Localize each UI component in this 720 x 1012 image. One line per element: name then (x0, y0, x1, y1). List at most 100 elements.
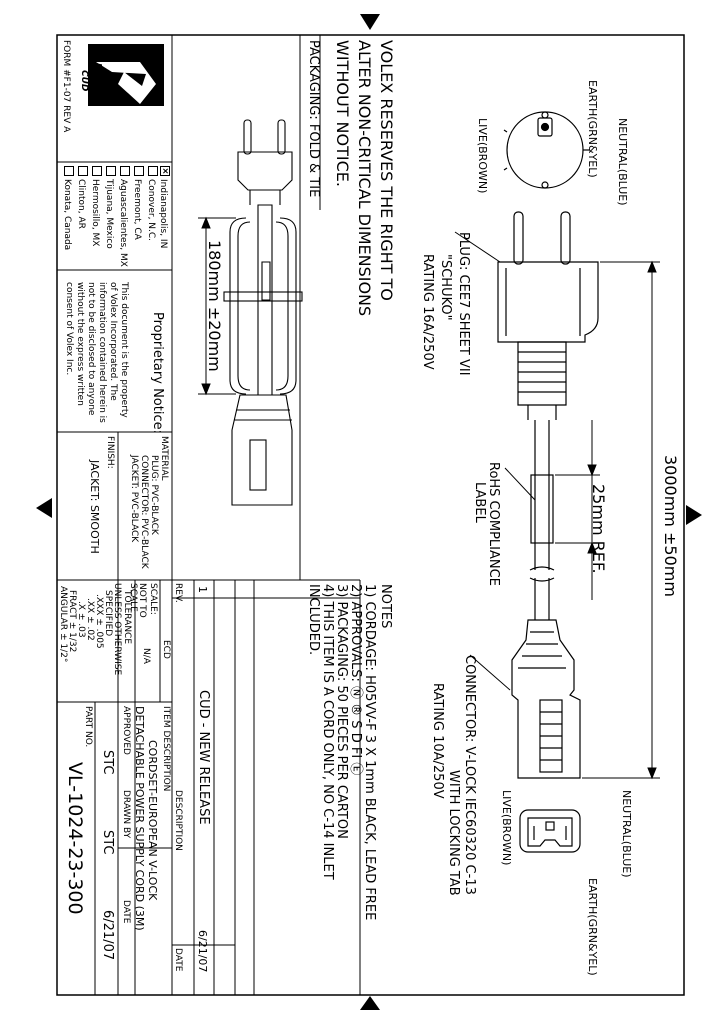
item-description-line-2: DETACHABLE POWER SUPPLY CORD (3M) (133, 706, 146, 931)
tolerance-line-3: SPECIFIED (103, 590, 113, 637)
overall-length-label: 3000mm ±50mm (661, 455, 680, 597)
callout-leaders (454, 231, 536, 691)
rohs-label-line-2: LABEL (472, 482, 487, 523)
approved-label: APPROVED (121, 706, 131, 755)
fold-dimension-label: 180mm ±20mm (205, 240, 224, 372)
fold-dimension (198, 216, 236, 396)
location-0[interactable]: Indianapolis, IN (158, 166, 170, 248)
date-label: DATE (121, 900, 131, 924)
location-checkbox-6[interactable] (78, 166, 88, 176)
approved-value: STC (100, 750, 115, 775)
item-description-line-1: CORDSET-EUROPEAN V-LOCK (146, 740, 159, 901)
rev-date: 6/21/07 (196, 930, 209, 973)
brand-subtitle: CUD (79, 70, 89, 92)
plug-callout-line-3: RATING 16A/250V (420, 254, 435, 370)
location-checkbox-0[interactable] (160, 166, 170, 176)
conn-neutral-label: NEUTRAL(BLUE) (620, 790, 633, 878)
location-checkbox-7[interactable] (64, 166, 74, 176)
cord-drawing (497, 211, 599, 779)
overall-dimension (582, 260, 660, 780)
tolerance-line-4: .XXX ± .005 (94, 594, 104, 649)
item-description-label: ITEM DESCRIPTION (161, 706, 171, 792)
location-3[interactable]: Aguascalientes, MX (118, 166, 130, 267)
na-value: N/A (141, 648, 151, 664)
location-label-1: Conover, N.C. (146, 179, 156, 242)
tolerance-line-7: FRACT ± 1/32 (67, 590, 77, 653)
conn-earth-label: EARTH(GRN&YEL) (586, 878, 599, 976)
location-checkbox-2[interactable] (134, 166, 144, 176)
proprietary-line-6: consent of Volex Inc. (64, 282, 74, 376)
rev-label: REV. (173, 583, 183, 603)
material-line-1: PLUG: PVC-BLACK (149, 455, 159, 535)
location-label-4: Tijuana, Mexico (104, 179, 114, 249)
ecd-label: ECD (161, 640, 171, 659)
label-ref-dimension: 25mm REF. (589, 484, 608, 574)
reserve-notice-line-1: VOLEX RESERVES THE RIGHT TO (377, 40, 396, 301)
notes-title: NOTES (378, 584, 393, 629)
location-label-3: Aguascalientes, MX (118, 179, 128, 267)
location-checkbox-4[interactable] (106, 166, 116, 176)
plug-neutral-label: NEUTRAL(BLUE) (616, 118, 629, 206)
location-2[interactable]: Freemont, CA (132, 166, 144, 240)
packaging-label: PACKAGING: FOLD & TIE (306, 40, 321, 198)
company-name: Volex (88, 44, 103, 84)
part-number: VL-1024-23-300 (64, 762, 86, 915)
label-dimension (555, 420, 600, 600)
material-line-3: JACKET: PVC-BLACK (129, 455, 139, 543)
scale-label: SCALE: (148, 583, 158, 615)
location-checkbox-5[interactable] (92, 166, 102, 176)
location-4[interactable]: Tijuana, Mexico (104, 166, 116, 249)
rev-number: 1 (196, 586, 209, 593)
location-1[interactable]: Conover, N.C. (146, 166, 158, 241)
location-label-5: Hermosillo, MX (90, 179, 100, 247)
note-3: 3) PACKAGING: 50 PIECES PER CARTON (334, 584, 349, 839)
tolerance-line-8: ANGULAR ± 1/2° (58, 586, 68, 663)
tolerance-line-5: .XX ± .02 (85, 598, 95, 641)
left-arrow-icon (36, 498, 52, 518)
plug-callout-line-1: PLUG: CEE7 SHEET VII (456, 232, 471, 376)
top-arrow-icon (360, 14, 380, 30)
material-line-2: CONNECTOR: PVC-BLACK (139, 455, 149, 569)
proprietary-line-4: not to be disclosed to anyone (86, 282, 96, 416)
plug-earth-label: EARTH(GRN&YEL) (586, 80, 599, 178)
part-no-label: PART NO. (83, 706, 93, 748)
location-label-7: Konata, Canada (62, 179, 72, 251)
drawn-by-value: STC (100, 830, 115, 855)
proprietary-line-3: information contained herein is (97, 282, 107, 423)
tolerance-line-1: TOLERANCE (122, 590, 132, 645)
location-checkbox-1[interactable] (148, 166, 158, 176)
finish-value: JACKET: SMOOTH (88, 460, 101, 554)
location-checkbox-3[interactable] (120, 166, 130, 176)
connector-callout-line-1: CONNECTOR: V-LOCK IEC60320 C-13 (462, 655, 477, 895)
proprietary-line-5: without the express written (75, 282, 85, 406)
proprietary-line-2: of Volex Incorporated. The (108, 282, 118, 401)
reserve-notice-line-2: ALTER NON-CRITICAL DIMENSIONS (355, 40, 374, 317)
rohs-label-line-1: RoHS COMPLIANCE (486, 462, 501, 586)
note-1: 1) CORDAGE: H05VV-F 3 X 1mm BLACK, LEAD … (362, 584, 377, 921)
reserve-notice-line-3: WITHOUT NOTICE. (333, 40, 352, 187)
drawn-by-label: DRAWN BY (121, 790, 131, 839)
location-5[interactable]: Hermosillo, MX (90, 166, 102, 246)
location-6[interactable]: Clinton, AR (76, 166, 88, 229)
location-label-2: Freemont, CA (132, 179, 142, 240)
date-value: 6/21/07 (100, 910, 115, 961)
volex-logo (88, 44, 164, 106)
c13-connector-face-icon (519, 809, 581, 853)
note-5: INCLUDED. (306, 584, 321, 656)
proprietary-title: Proprietary Notice: (150, 312, 165, 434)
note-4: 4) THIS ITEM IS A CORD ONLY, NO C-14 INL… (320, 584, 335, 880)
plug-callout-line-2: "SCHUKO" (438, 254, 453, 321)
registration-arrows (36, 14, 702, 1010)
proprietary-line-1: This document is the property (119, 282, 129, 418)
date-column-label: DATE (173, 948, 183, 972)
note-2: 2) APPROVALS: Ⓝ ® S D FI Ⓔ (348, 584, 363, 776)
location-7[interactable]: Konata, Canada (62, 166, 74, 250)
bottom-arrow-icon (360, 996, 380, 1010)
tolerance-line-2: UNLESS OTHERWISE (112, 583, 122, 676)
outer-border (56, 34, 685, 996)
tolerance-line-6: .X ± .03 (76, 601, 86, 638)
rev-description: CUD - NEW RELEASE (196, 690, 211, 825)
location-label-0: Indianapolis, IN (158, 179, 168, 249)
connector-callout-line-3: RATING 10A/250V (430, 683, 445, 799)
